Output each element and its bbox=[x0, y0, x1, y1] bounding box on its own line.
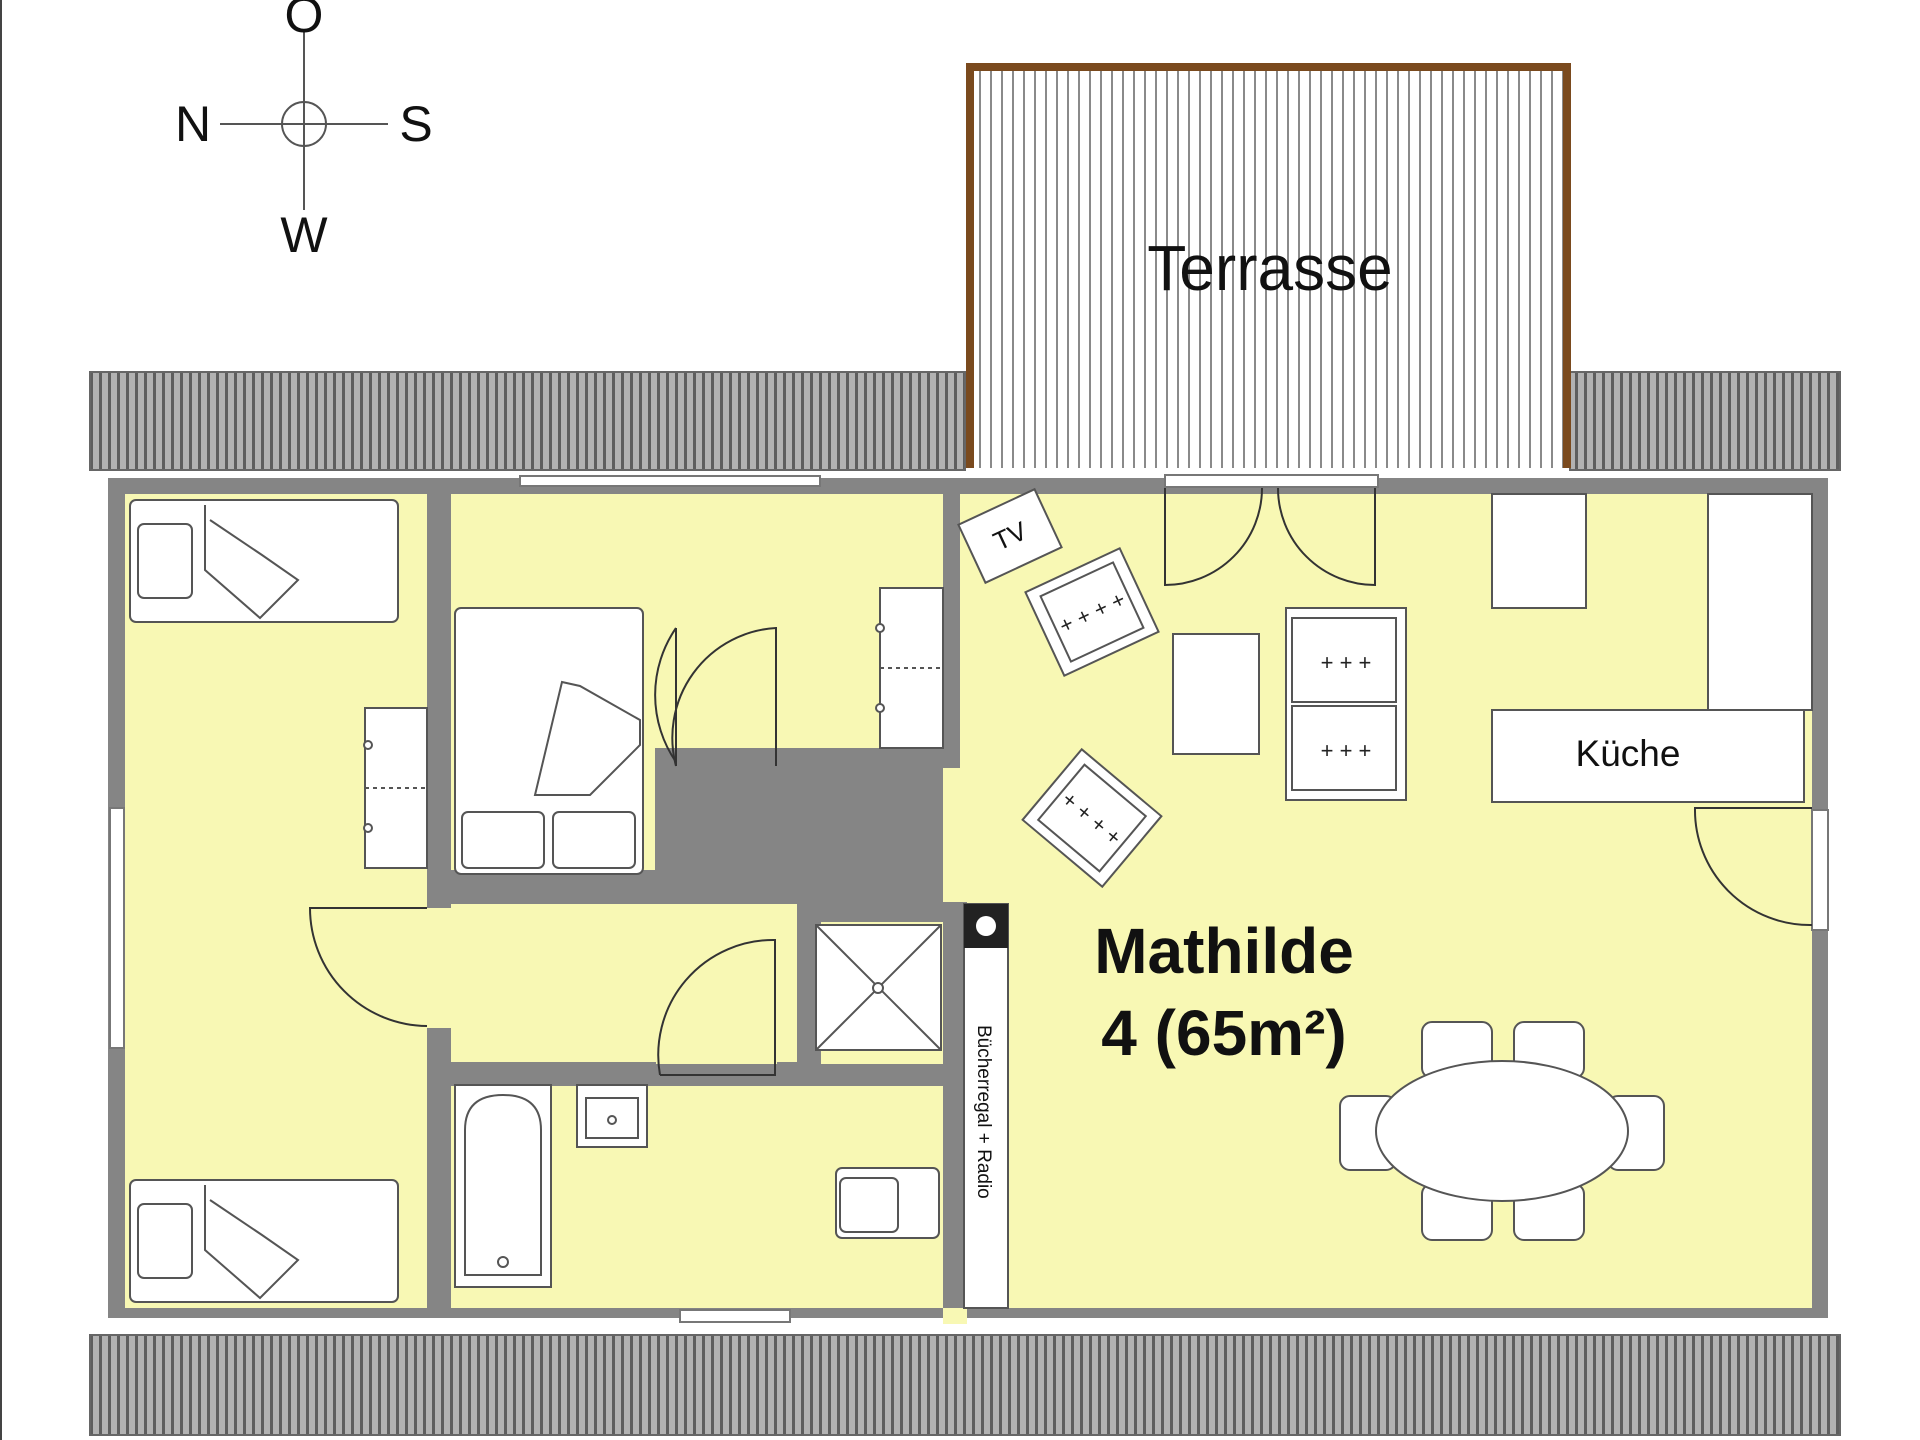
roof-bottom bbox=[89, 1334, 1841, 1436]
apartment-size: 4 (65m²) bbox=[1101, 997, 1346, 1069]
armchair-top: + + + + bbox=[1024, 547, 1160, 677]
apartment-name: Mathilde bbox=[1094, 915, 1354, 987]
washbasin bbox=[576, 1084, 648, 1148]
compass-west: W bbox=[280, 207, 328, 263]
wardrobe-middle bbox=[875, 587, 944, 749]
tv-unit: TV bbox=[957, 487, 1063, 585]
compass-north: N bbox=[175, 96, 211, 152]
windows bbox=[109, 474, 1829, 1323]
double-bed bbox=[454, 607, 644, 875]
compass-east: O bbox=[285, 0, 324, 43]
svg-text:+ + +: + + + bbox=[1321, 738, 1372, 763]
bathtub bbox=[454, 1084, 552, 1288]
compass-rose: O N S W bbox=[175, 0, 433, 263]
roof-top-right bbox=[1569, 371, 1841, 471]
sofa: + + + + + + bbox=[1285, 607, 1407, 801]
terrace-frame bbox=[966, 63, 1571, 468]
bookshelf-label: Bücherregal + Radio bbox=[973, 1025, 994, 1199]
kitchen: Küche bbox=[1491, 493, 1813, 803]
coffee-table bbox=[1172, 633, 1260, 755]
interior-walls bbox=[427, 494, 967, 1308]
dining-table bbox=[1339, 1021, 1665, 1241]
wardrobe-left bbox=[363, 707, 428, 869]
svg-text:+ + +: + + + bbox=[1321, 650, 1372, 675]
armchair-bottom: + + + + bbox=[1021, 747, 1163, 889]
shower bbox=[815, 924, 942, 1051]
roof-top-left bbox=[89, 371, 966, 471]
toilet bbox=[835, 1167, 940, 1239]
bookshelf: Bücherregal + Radio bbox=[963, 903, 1009, 1309]
doors bbox=[308, 487, 1813, 1076]
terrace-area bbox=[967, 64, 1570, 468]
terrace-label: Terrasse bbox=[1147, 232, 1392, 304]
bed-bottom bbox=[129, 1179, 399, 1303]
bed-top bbox=[129, 499, 399, 623]
kitchen-label: Küche bbox=[1576, 733, 1681, 774]
compass-south: S bbox=[399, 96, 432, 152]
